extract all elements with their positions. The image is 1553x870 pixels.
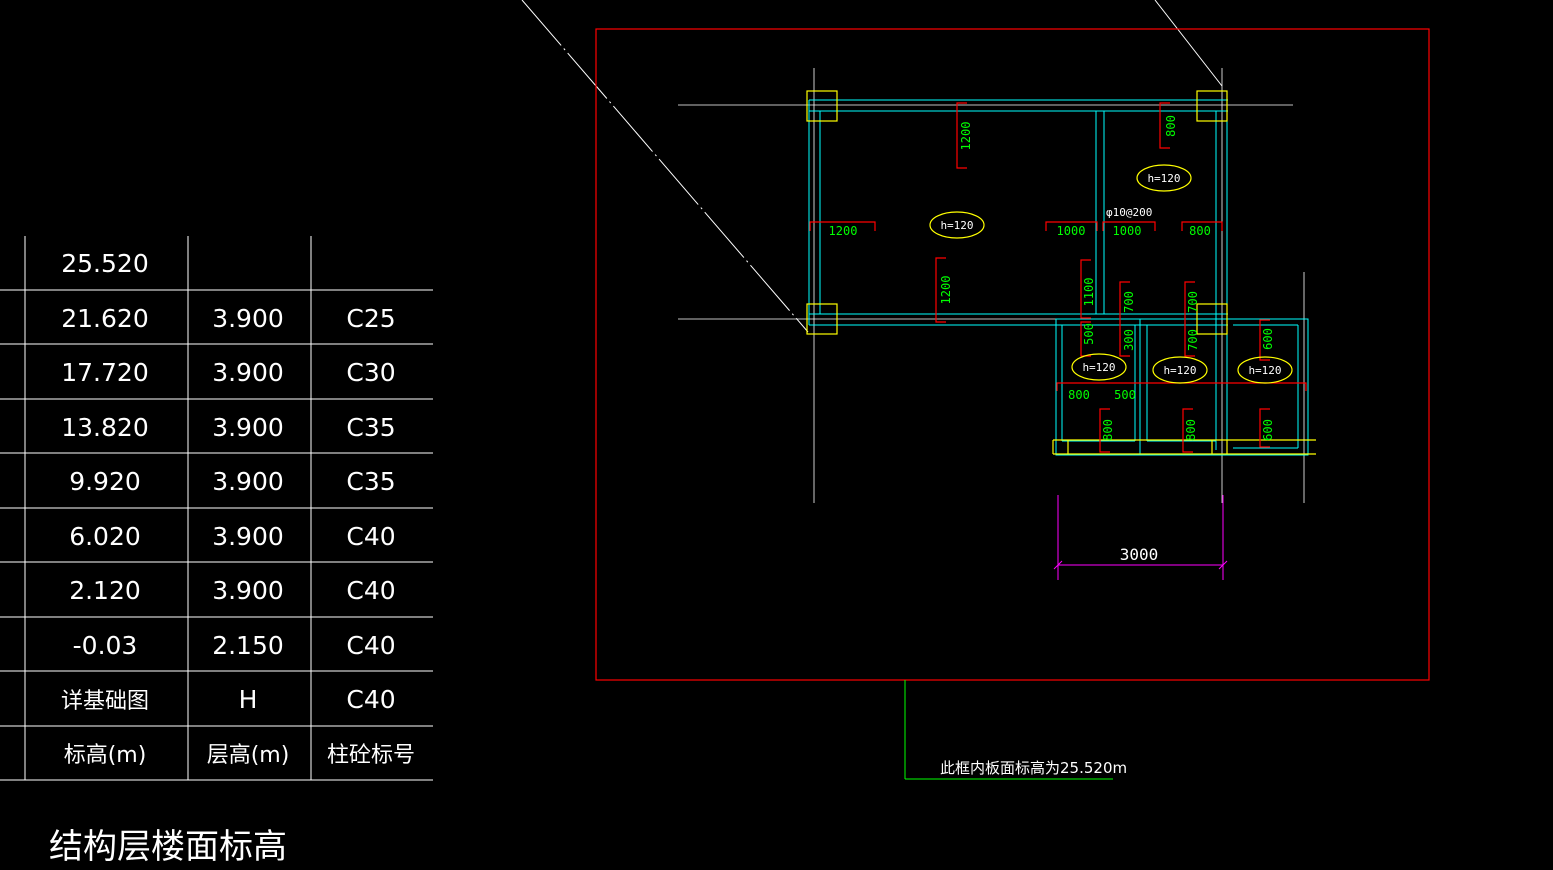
beams (808, 99, 1309, 456)
table-height-6: 3.900 (212, 576, 284, 605)
table-elev-3: 13.820 (61, 413, 148, 442)
dim-600-bot: 600 (1261, 419, 1275, 441)
note-text: 此框内板面标高为25.520m (940, 759, 1127, 777)
table-header-elev: 标高(m) (64, 743, 147, 768)
table-elev-6: 2.120 (69, 576, 141, 605)
dim-600-top: 600 (1261, 328, 1275, 350)
table-grade-4: C35 (346, 467, 395, 496)
dim-1200-left: 1200 (829, 224, 858, 238)
dim-800-top: 800 (1164, 115, 1178, 137)
span-dim-text: 3000 (1120, 545, 1159, 564)
table-elev-4: 9.920 (69, 467, 141, 496)
table-height-3: 3.900 (212, 413, 284, 442)
rebar-note: φ10@200 (1106, 206, 1152, 219)
axis-lines (678, 68, 1305, 503)
table-height-1: 3.900 (212, 304, 284, 333)
columns (806, 90, 1316, 455)
table-title: 结构层楼面标高 (49, 827, 287, 867)
dim-500-a: 500 (1082, 323, 1096, 345)
table-grade-6: C40 (346, 576, 395, 605)
table-grade-8: C40 (346, 685, 395, 714)
note-leader (904, 680, 1113, 780)
slab-label-5: h=120 (1248, 364, 1281, 377)
dim-500-b: 500 (1114, 388, 1136, 402)
column-1 (806, 90, 838, 122)
dim-800-right: 800 (1189, 224, 1211, 238)
table-elev-7: -0.03 (73, 631, 138, 660)
rebar-lines (809, 102, 1307, 453)
table-grade-7: C40 (346, 631, 395, 660)
dim-700-a: 700 (1122, 291, 1136, 313)
column-3 (806, 303, 838, 335)
table-elev-5: 6.020 (69, 522, 141, 551)
dim-1000-b: 1000 (1113, 224, 1142, 238)
column-4 (1196, 303, 1228, 335)
slab-label-4: h=120 (1163, 364, 1196, 377)
table-grade-1: C25 (346, 304, 395, 333)
slab-label-1: h=120 (940, 219, 973, 232)
slab-labels (929, 164, 1293, 384)
dim-800-b1: 800 (1101, 419, 1115, 441)
table-header-grade: 柱砼标号 (327, 743, 415, 768)
table-height-8: H (239, 685, 258, 714)
red-boundary-frame (595, 28, 1430, 681)
table-grade-2: C30 (346, 358, 395, 387)
dim-700-b: 700 (1186, 291, 1200, 313)
table-grade-5: C40 (346, 522, 395, 551)
table-header-height: 层高(m) (207, 743, 290, 768)
table-height-2: 3.900 (212, 358, 284, 387)
dim-1100: 1100 (1082, 278, 1096, 307)
table-elev-0: 25.520 (61, 249, 148, 278)
column-2 (1196, 90, 1228, 122)
elevation-table (0, 236, 433, 781)
table-height-7: 2.150 (212, 631, 284, 660)
dim-800-bl: 800 (1068, 388, 1090, 402)
slab-label-3: h=120 (1082, 361, 1115, 374)
dim-700-c: 700 (1186, 329, 1200, 351)
table-height-4: 3.900 (212, 467, 284, 496)
dim-1000-a: 1000 (1057, 224, 1086, 238)
table-elev-2: 17.720 (61, 358, 148, 387)
span-dimension (1053, 495, 1228, 580)
diagonal-lines (521, 0, 1223, 333)
dim-1200-mid: 1200 (939, 276, 953, 305)
slab-label-2: h=120 (1147, 172, 1180, 185)
table-height-5: 3.900 (212, 522, 284, 551)
table-elev-8: 详基础图 (61, 689, 149, 714)
dim-1200-top: 1200 (959, 122, 973, 151)
dim-800-b2: 800 (1184, 419, 1198, 441)
table-elev-1: 21.620 (61, 304, 148, 333)
dim-300: 300 (1122, 329, 1136, 351)
table-grade-3: C35 (346, 413, 395, 442)
